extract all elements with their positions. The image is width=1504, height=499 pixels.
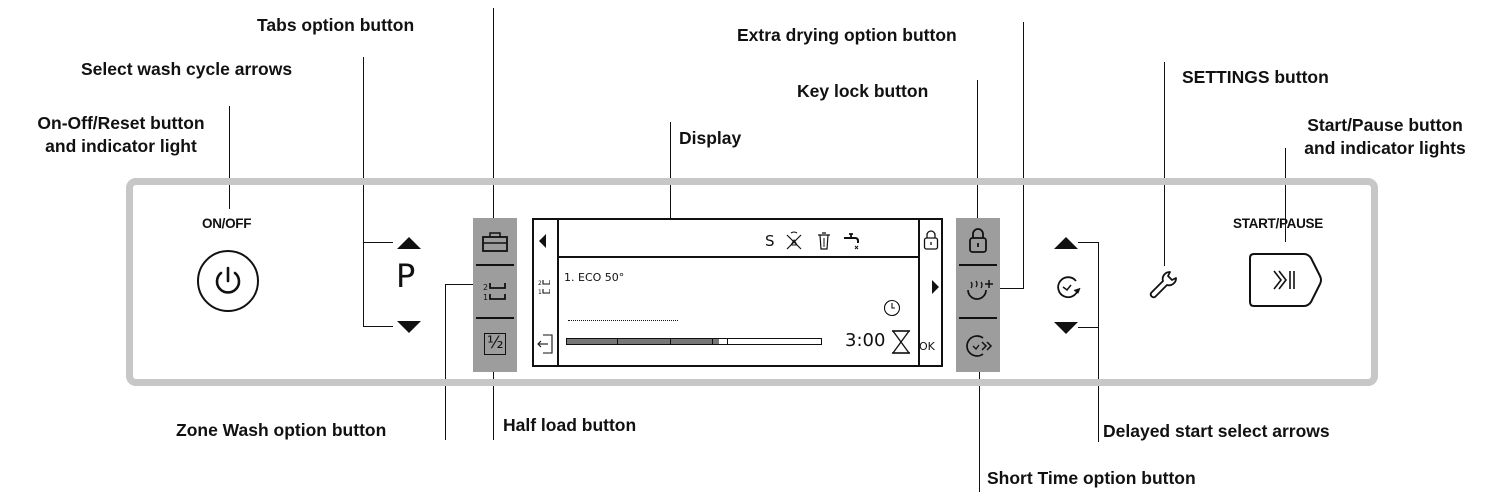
delay-clock-icon xyxy=(1057,276,1081,299)
svg-text:1: 1 xyxy=(538,289,542,296)
tabs-option-button[interactable] xyxy=(473,218,517,266)
settings-wrench-icon[interactable] xyxy=(1146,268,1180,302)
label-start-pause: Start/Pause button and indicator lights xyxy=(1265,114,1504,160)
program-letter: P xyxy=(396,257,416,295)
svg-text:2: 2 xyxy=(483,283,488,292)
leader-delayed-up xyxy=(1078,242,1099,244)
leader-extra-drying xyxy=(1023,22,1025,288)
progress-tick xyxy=(670,339,671,344)
delay-up-arrow[interactable] xyxy=(1054,237,1078,249)
salt-indicator: S xyxy=(765,232,775,250)
label-onoff-line1: On-Off/Reset button xyxy=(37,113,205,133)
half-load-symbol: ½ xyxy=(487,333,504,353)
leader-extra-drying-h xyxy=(996,288,1024,290)
extra-drying-icon xyxy=(967,280,993,300)
zone-wash-icon: 2 1 xyxy=(483,283,506,302)
half-load-button[interactable]: ½ xyxy=(473,322,517,370)
leader-zone-wash-h xyxy=(445,284,473,286)
display-time: 3:00 xyxy=(845,330,886,351)
label-zone-wash: Zone Wash option button xyxy=(176,420,387,440)
leader-settings xyxy=(1164,62,1166,266)
startpause-text: START/PAUSE xyxy=(1233,216,1323,231)
display-hourglass-icon xyxy=(891,330,911,354)
start-pause-button[interactable] xyxy=(1248,252,1324,308)
right-option-strip xyxy=(956,218,1000,372)
label-key-lock: Key lock button xyxy=(797,81,929,101)
display-header-divider xyxy=(558,256,918,258)
onoff-text: ON/OFF xyxy=(202,216,252,231)
leader-key-lock xyxy=(977,80,979,230)
display-program-name: 1. ECO 50° xyxy=(564,271,625,284)
power-icon xyxy=(215,266,241,294)
strip-separator xyxy=(959,317,997,319)
label-startpause-line1: Start/Pause button xyxy=(1307,115,1463,135)
display-ok: OK xyxy=(919,340,935,353)
label-short-time: Short Time option button xyxy=(987,468,1196,488)
strip-separator xyxy=(476,264,514,266)
svg-text:1: 1 xyxy=(483,293,488,302)
leader-display xyxy=(670,122,672,218)
leader-start-pause xyxy=(1285,148,1287,242)
short-time-button[interactable] xyxy=(956,322,1000,370)
display-progress-bar xyxy=(566,338,822,345)
leader-delayed-down xyxy=(1078,327,1099,329)
left-option-strip: 2 1 ½ xyxy=(473,218,517,372)
progress-tick xyxy=(617,339,618,344)
leader-short-time xyxy=(979,368,981,492)
delay-down-arrow[interactable] xyxy=(1054,322,1078,334)
display-left-arrow-icon xyxy=(539,234,546,248)
label-select-wash-cycle: Select wash cycle arrows xyxy=(81,59,293,79)
leader-delayed-start xyxy=(1098,242,1100,442)
leader-select-cycle xyxy=(363,57,365,326)
label-extra-drying: Extra drying option button xyxy=(737,25,957,45)
key-lock-button[interactable] xyxy=(956,218,1000,266)
program-up-arrow[interactable] xyxy=(397,237,421,249)
display-right-arrow-icon xyxy=(932,280,939,294)
start-pause-button-shape xyxy=(1249,253,1322,307)
zone-wash-button[interactable]: 2 1 xyxy=(473,268,517,316)
label-tabs-option: Tabs option button xyxy=(257,15,415,35)
leader-onoff xyxy=(229,106,231,209)
label-onoff: On-Off/Reset button and indicator light xyxy=(8,112,234,158)
display-exit-icon xyxy=(537,334,553,354)
label-display: Display xyxy=(679,128,742,148)
strip-separator xyxy=(959,264,997,266)
progress-tick xyxy=(727,339,728,344)
display-left-divider xyxy=(557,220,559,365)
display-right-divider xyxy=(918,220,920,365)
label-delayed-start: Delayed start select arrows xyxy=(1103,421,1330,441)
strip-separator xyxy=(476,317,514,319)
onoff-button[interactable] xyxy=(197,250,259,312)
leader-select-cycle-down xyxy=(363,326,393,328)
display-lock-icon xyxy=(923,230,939,250)
display-progress-fill xyxy=(567,339,720,344)
machine-care-icon xyxy=(818,232,830,250)
extra-drying-button[interactable] xyxy=(956,268,1000,316)
display-clock-icon xyxy=(883,299,901,317)
control-panel xyxy=(126,178,1378,386)
leader-half-load xyxy=(493,368,495,440)
label-onoff-line2: and indicator light xyxy=(45,136,197,156)
short-time-icon xyxy=(966,335,993,357)
svg-text:2: 2 xyxy=(538,280,542,287)
water-tap-icon xyxy=(844,233,859,250)
leader-select-cycle-up xyxy=(363,242,393,244)
progress-tick xyxy=(712,339,713,344)
label-settings: SETTINGS button xyxy=(1182,67,1329,87)
leader-zone-wash xyxy=(445,284,447,440)
display: 2 1 S OK 1. ECO 50° xyxy=(532,218,943,367)
half-load-icon: ½ xyxy=(484,333,506,355)
display-dotted-line xyxy=(568,320,678,321)
rinse-aid-icon xyxy=(786,231,802,250)
label-startpause-line2: and indicator lights xyxy=(1304,138,1466,158)
display-zone-icon: 2 1 xyxy=(538,280,550,296)
label-half-load: Half load button xyxy=(503,415,637,435)
leader-tabs xyxy=(493,8,495,228)
program-down-arrow[interactable] xyxy=(397,321,421,333)
key-lock-icon xyxy=(969,228,987,253)
tabs-icon xyxy=(482,232,508,252)
